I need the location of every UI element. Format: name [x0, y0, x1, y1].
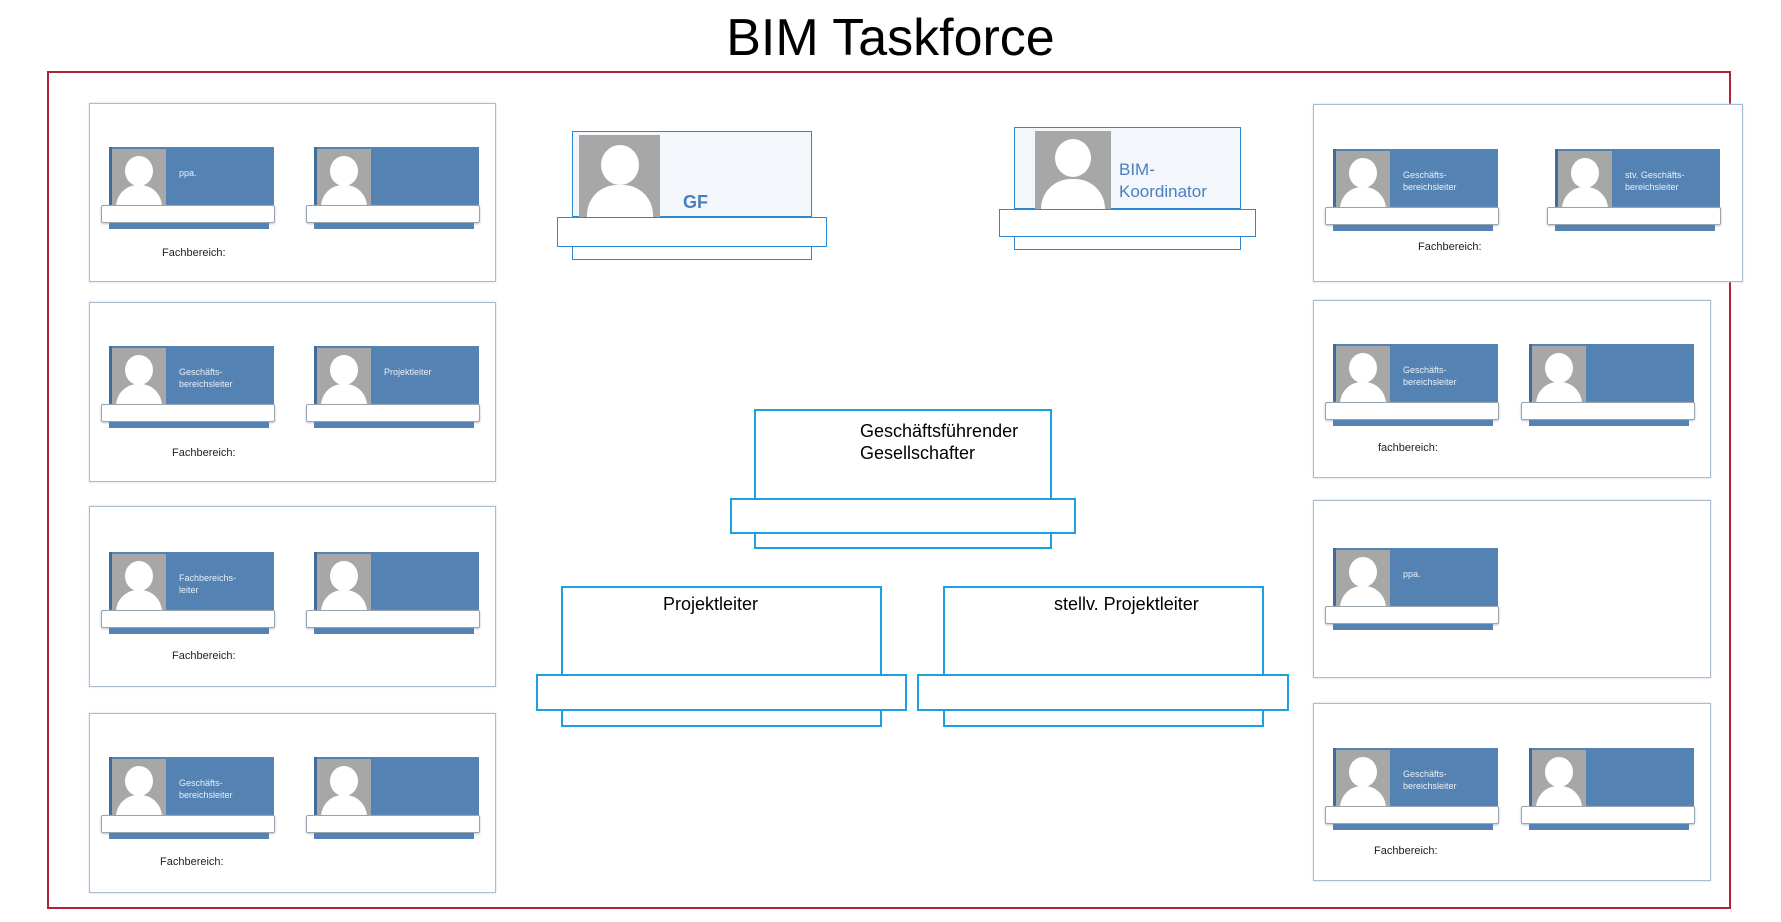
bim-koordinator-label: BIM- Koordinator: [1119, 160, 1207, 201]
person-role: ppa.: [1403, 569, 1421, 579]
stellv-projektleiter-box: stellv. Projektleiter: [917, 586, 1289, 727]
person-placeholder-icon: [1336, 346, 1390, 408]
person-card: Projektleiter: [306, 346, 480, 436]
person-placeholder-icon: [1336, 550, 1390, 612]
person-card: stv. Geschäfts- bereichsleiter: [1547, 149, 1721, 239]
gesellschafter-box: Geschäftsführender Gesellschafter: [730, 409, 1076, 549]
person-placeholder-icon: [1336, 151, 1390, 213]
gf-label: GF: [683, 192, 708, 212]
person-card: [1521, 344, 1695, 434]
left-panel-2: Geschäfts- bereichsleiter Projektleiter …: [89, 302, 496, 482]
person-placeholder-icon: [1035, 131, 1111, 209]
gesellschafter-label: Geschäftsführender Gesellschafter: [860, 421, 1019, 463]
person-card: [306, 552, 480, 642]
person-role: Geschäfts- bereichsleiter: [179, 367, 233, 389]
person-card: [306, 757, 480, 847]
person-card: [306, 147, 480, 237]
fachbereich-label: Fachbereich:: [1374, 845, 1438, 857]
left-panel-3: Fachbereichs- leiter Fachbereich:: [89, 506, 496, 687]
gf-card: GF: [557, 131, 827, 261]
person-role: Geschäfts- bereichsleiter: [1403, 365, 1457, 387]
person-role: ppa.: [179, 168, 197, 178]
stellv-projektleiter-label: stellv. Projektleiter: [1054, 594, 1199, 614]
right-panel-2: Geschäfts- bereichsleiter fachbereich:: [1313, 300, 1711, 478]
person-card: ppa.: [1325, 548, 1499, 638]
person-role: Geschäfts- bereichsleiter: [1403, 170, 1457, 192]
person-card: Geschäfts- bereichsleiter: [1325, 344, 1499, 434]
person-placeholder-icon: [579, 135, 660, 217]
person-placeholder-icon: [1558, 151, 1612, 213]
person-card: Geschäfts- bereichsleiter: [1325, 748, 1499, 838]
person-role: Geschäfts- bereichsleiter: [179, 778, 233, 800]
fachbereich-label: fachbereich:: [1378, 442, 1438, 454]
person-placeholder-icon: [112, 348, 166, 410]
diagram-title: BIM Taskforce: [726, 9, 1055, 67]
person-card: ppa.: [101, 147, 275, 237]
right-panel-3: ppa.: [1313, 500, 1711, 678]
fachbereich-label: Fachbereich:: [160, 856, 224, 868]
person-card: [1521, 748, 1695, 838]
fachbereich-label: Fachbereich:: [162, 247, 226, 259]
person-role: Fachbereichs- leiter: [179, 573, 237, 595]
person-placeholder-icon: [317, 759, 371, 821]
person-placeholder-icon: [1532, 750, 1586, 812]
person-placeholder-icon: [317, 149, 371, 211]
person-card: Fachbereichs- leiter: [101, 552, 275, 642]
person-placeholder-icon: [317, 348, 371, 410]
fachbereich-label: Fachbereich:: [172, 447, 236, 459]
fachbereich-label: Fachbereich:: [1418, 241, 1482, 253]
person-role: stv. Geschäfts- bereichsleiter: [1625, 170, 1685, 192]
person-placeholder-icon: [112, 759, 166, 821]
fachbereich-label: Fachbereich:: [172, 650, 236, 662]
person-role: Geschäfts- bereichsleiter: [1403, 769, 1457, 791]
person-card: Geschäfts- bereichsleiter: [1325, 149, 1499, 239]
person-role: Projektleiter: [384, 367, 432, 377]
left-panel-4: Geschäfts- bereichsleiter Fachbereich:: [89, 713, 496, 893]
projektleiter-box: Projektleiter: [536, 586, 907, 727]
bim-koordinator-card: BIM- Koordinator: [999, 127, 1256, 253]
person-placeholder-icon: [112, 149, 166, 211]
person-placeholder-icon: [112, 554, 166, 616]
right-panel-4: Geschäfts- bereichsleiter Fachbereich:: [1313, 703, 1711, 881]
person-card: Geschäfts- bereichsleiter: [101, 757, 275, 847]
person-placeholder-icon: [1532, 346, 1586, 408]
person-card: Geschäfts- bereichsleiter: [101, 346, 275, 436]
projektleiter-label: Projektleiter: [663, 594, 759, 614]
person-placeholder-icon: [1336, 750, 1390, 812]
taskforce-frame: [47, 71, 1731, 909]
right-panel-1: Geschäfts- bereichsleiter stv. Geschäfts…: [1313, 104, 1743, 282]
left-panel-1: ppa. Fachbereich:: [89, 103, 496, 282]
person-placeholder-icon: [317, 554, 371, 616]
